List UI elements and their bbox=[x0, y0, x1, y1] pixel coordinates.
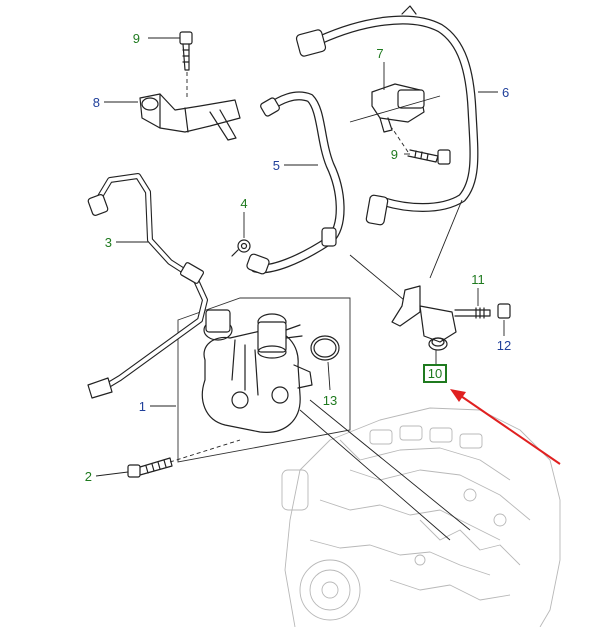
sensor-bracket bbox=[371, 83, 425, 133]
pump-group-frame bbox=[177, 297, 351, 463]
sensor-bolt bbox=[407, 149, 451, 165]
callout-1: 1 bbox=[139, 399, 146, 414]
callout-4: 4 bbox=[240, 196, 247, 211]
fuel-pipe bbox=[87, 173, 208, 399]
callout-8: 8 bbox=[93, 95, 100, 110]
hose-bracket bbox=[139, 93, 241, 141]
assembly-line-d bbox=[309, 399, 471, 531]
callout-12: 12 bbox=[497, 338, 511, 353]
pump-bolt bbox=[127, 457, 173, 478]
callout-2: 2 bbox=[85, 469, 92, 484]
callout-13: 13 bbox=[323, 393, 337, 408]
engine-block-outline bbox=[281, 407, 561, 627]
fuel-hose-6 bbox=[295, 5, 479, 226]
callout-7: 7 bbox=[376, 46, 383, 61]
valve-bolt bbox=[454, 303, 511, 319]
callout-11: 11 bbox=[471, 272, 485, 287]
callout-leaders bbox=[95, 37, 505, 477]
assembly-line-e bbox=[349, 95, 441, 123]
fuel-hose-5 bbox=[246, 91, 345, 275]
callout-9-top: 9 bbox=[133, 31, 140, 46]
callout-3: 3 bbox=[105, 235, 112, 250]
assembly-line-c bbox=[299, 409, 451, 541]
assembly-line-a bbox=[349, 254, 411, 306]
pointer-arrow bbox=[450, 389, 561, 465]
o-ring bbox=[310, 335, 340, 361]
callout-9-mid: 9 bbox=[391, 147, 398, 162]
bracket-bolt-top bbox=[179, 31, 193, 71]
bolt-axis-line bbox=[169, 439, 241, 463]
pipe-clip bbox=[231, 239, 251, 257]
fuel-pump bbox=[201, 309, 313, 433]
callout-10-highlight-box bbox=[423, 364, 447, 383]
sensor-bolt-axis bbox=[391, 127, 409, 153]
assembly-line-b bbox=[429, 199, 463, 279]
callout-6: 6 bbox=[502, 85, 509, 100]
callout-10: 10 bbox=[428, 366, 442, 381]
callout-5: 5 bbox=[273, 158, 280, 173]
pressure-valve bbox=[391, 285, 457, 351]
